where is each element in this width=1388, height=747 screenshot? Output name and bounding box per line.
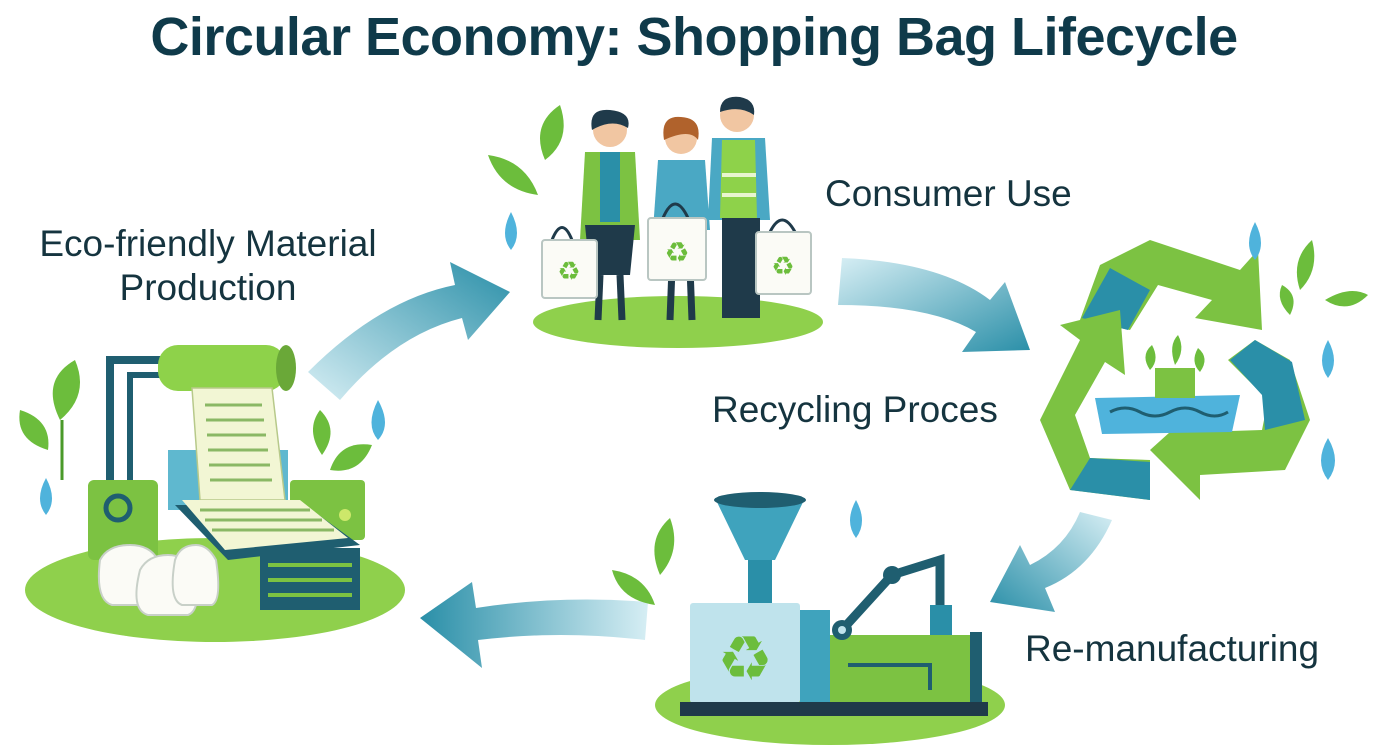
person-3 xyxy=(708,96,770,318)
shopping-bag-icon: ♻ xyxy=(755,218,812,295)
recycle-icon: ♻ xyxy=(557,257,580,287)
recycling-symbol-illustration xyxy=(1040,222,1368,500)
shopping-bag-icon: ♻ xyxy=(647,202,707,281)
recycle-icon: ♻ xyxy=(771,252,794,282)
recycle-icon: ♻ xyxy=(664,236,689,269)
water-drop-icon xyxy=(850,500,862,538)
consumer-people-illustration: ♻ ♻ ♻ xyxy=(488,96,823,348)
person-1 xyxy=(580,109,640,321)
recycle-icon: ♻ xyxy=(717,622,773,695)
leaf-icon xyxy=(488,105,564,195)
water-drop-icon xyxy=(371,400,385,440)
arrow-production-to-consumer xyxy=(308,262,510,400)
water-drop-icon xyxy=(40,478,52,515)
leaf-icon xyxy=(19,360,372,471)
remanufacturing-machine-illustration: ♻ xyxy=(612,492,1005,745)
water-drop-icon xyxy=(1321,438,1335,480)
stage-label-recycling: Recycling Proces xyxy=(712,389,998,430)
leaf-icon xyxy=(612,518,675,605)
stage-label-remanufacturing: Re-manufacturing xyxy=(1025,628,1320,669)
arrow-consumer-to-recycling xyxy=(838,258,1030,352)
stage-label-consumer-use: Consumer Use xyxy=(825,173,1072,214)
water-drop-icon xyxy=(1249,222,1261,260)
stage-label-production: Eco-friendly Material Production xyxy=(39,223,377,309)
water-drop-icon xyxy=(505,212,517,250)
material-sacks xyxy=(97,543,220,616)
production-machine-illustration xyxy=(19,345,405,642)
leaf-icon xyxy=(1145,240,1368,372)
arrow-recycling-to-remanufacturing xyxy=(990,512,1112,612)
arrow-remanufacturing-to-production xyxy=(420,582,648,668)
water-drop-icon xyxy=(1322,340,1334,378)
page-title: Circular Economy: Shopping Bag Lifecycle xyxy=(150,7,1238,67)
shopping-bag-icon: ♻ xyxy=(541,226,598,299)
